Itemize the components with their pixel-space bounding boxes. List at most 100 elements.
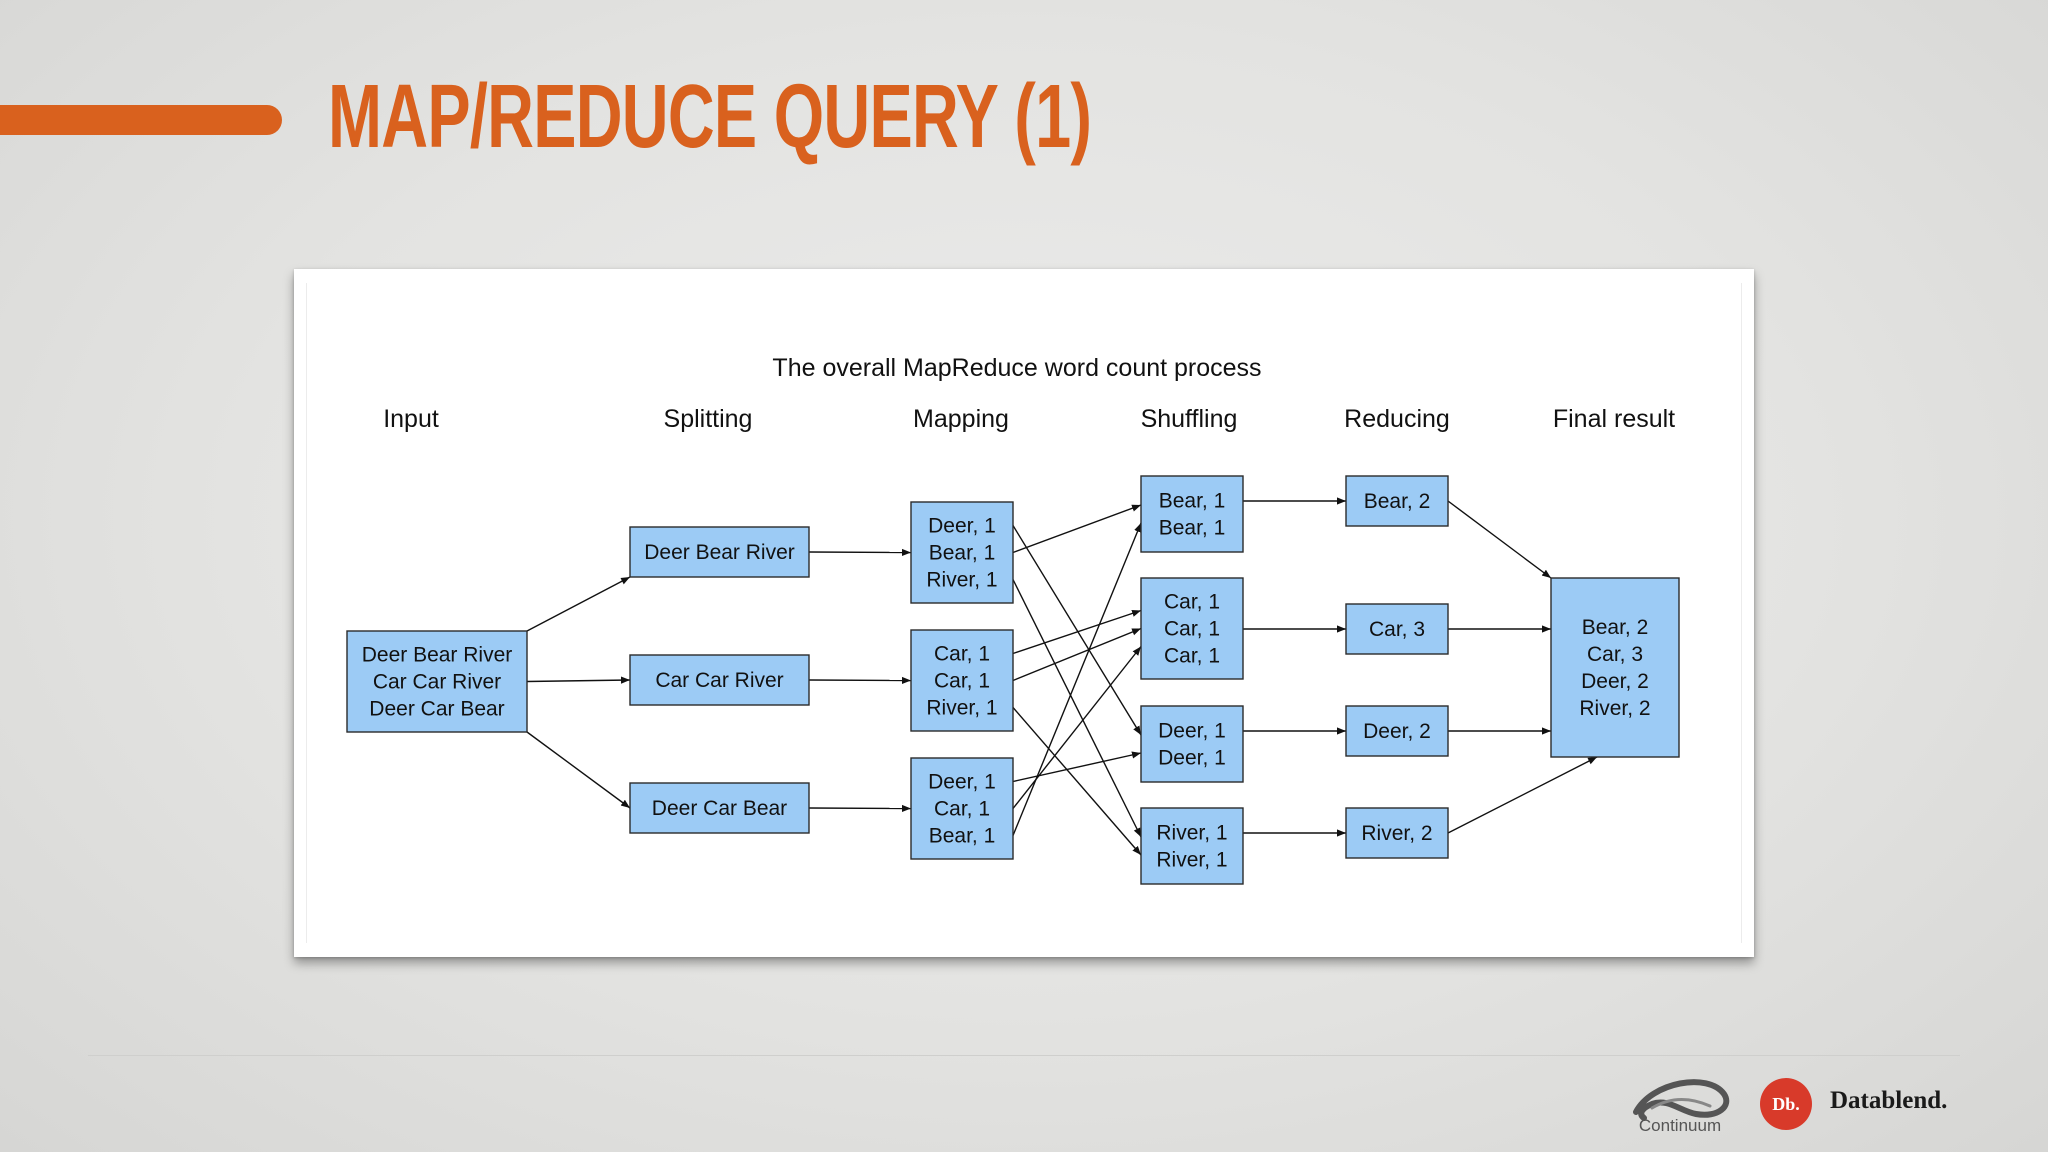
shuffle-box-3-line-0: River, 1 — [1156, 822, 1227, 845]
final-box-line-0: Bear, 2 — [1582, 616, 1649, 639]
arrow-split-map-2 — [808, 804, 912, 813]
arrow-map-shuffle-2 — [1012, 579, 1142, 838]
reduce-box-3: River, 2 — [1345, 807, 1449, 859]
map-box-2: Deer, 1 Car, 1 Bear, 1 — [910, 757, 1014, 860]
title-accent-bar — [0, 105, 282, 135]
final-box-line-3: River, 2 — [1579, 697, 1650, 720]
arrow-map-shuffle-3 — [1012, 609, 1142, 655]
arrow-map-shuffle-0 — [1012, 525, 1142, 736]
final-box-rect — [1550, 577, 1680, 758]
split-box-1-line-0: Car Car River — [655, 669, 783, 692]
shuffle-box-3: River, 1 River, 1 — [1140, 807, 1244, 885]
datablend-badge: Db. — [1760, 1078, 1812, 1130]
shuffle-box-2: Deer, 1 Deer, 1 — [1140, 705, 1244, 783]
reduce-box-0: Bear, 2 — [1345, 475, 1449, 527]
arrow-input-split-0 — [526, 576, 631, 632]
reduce-box-3-line-0: River, 2 — [1361, 822, 1432, 845]
reduce-box-1-rect — [1345, 603, 1449, 655]
map-box-2-rect — [910, 757, 1014, 860]
shuffle-box-2-line-1: Deer, 1 — [1158, 747, 1226, 770]
split-box-0-line-0: Deer Bear River — [644, 541, 795, 564]
shuffle-box-0-line-0: Bear, 1 — [1159, 490, 1226, 513]
column-header-1: Splitting — [664, 405, 753, 433]
shuffle-box-3-line-1: River, 1 — [1156, 849, 1227, 872]
split-box-0: Deer Bear River — [629, 526, 810, 578]
column-header-5: Final result — [1553, 405, 1675, 433]
shuffle-box-1-line-0: Car, 1 — [1164, 591, 1220, 614]
shuffle-box-1-line-2: Car, 1 — [1164, 645, 1220, 668]
reduce-box-0-rect — [1345, 475, 1449, 527]
map-box-0-line-0: Deer, 1 — [928, 515, 996, 538]
map-box-0-line-2: River, 1 — [926, 569, 997, 592]
column-headers: Input Splitting Mapping Shuffling Reducing Fi… — [383, 405, 1675, 433]
arrow-map-shuffle-6 — [1012, 751, 1142, 783]
reduce-box-1: Car, 3 — [1345, 603, 1449, 655]
diagram-card: The overall MapReduce word count process… — [294, 269, 1754, 957]
reduce-box-3-rect — [1345, 807, 1449, 859]
column-header-3: Shuffling — [1141, 405, 1238, 433]
column-header-0: Input — [383, 405, 439, 433]
column-header-4: Reducing — [1344, 405, 1450, 433]
column-header-2: Mapping — [913, 405, 1009, 433]
shuffle-box-3-rect — [1140, 807, 1244, 885]
shuffle-box-1-rect — [1140, 577, 1244, 680]
reduce-box-2: Deer, 2 — [1345, 705, 1449, 757]
shuffle-box-1: Car, 1 Car, 1 Car, 1 — [1140, 577, 1244, 680]
mapreduce-diagram: The overall MapReduce word count process… — [346, 354, 1680, 885]
arrow-reduce-final-0 — [1447, 500, 1552, 579]
map-box-0-line-1: Bear, 1 — [929, 542, 996, 565]
split-box-0-rect — [629, 526, 810, 578]
arrow-split-map-0 — [808, 548, 912, 557]
split-box-2: Deer Car Bear — [629, 782, 810, 834]
map-box-1-line-0: Car, 1 — [934, 643, 990, 666]
arrow-split-map-1 — [808, 676, 912, 685]
map-box-1-line-2: River, 1 — [926, 697, 997, 720]
input-box-line-0: Deer Bear River — [362, 644, 513, 667]
shuffle-box-0-line-1: Bear, 1 — [1159, 517, 1226, 540]
arrow-input-split-1 — [526, 676, 631, 684]
map-box-2-line-1: Car, 1 — [934, 798, 990, 821]
shuffle-box-0: Bear, 1 Bear, 1 — [1140, 475, 1244, 553]
flow-arrows — [526, 497, 1598, 856]
shuffle-box-2-rect — [1140, 705, 1244, 783]
map-box-1-line-1: Car, 1 — [934, 670, 990, 693]
reduce-box-0-line-0: Bear, 2 — [1364, 490, 1431, 513]
shuffle-box-1-line-1: Car, 1 — [1164, 618, 1220, 641]
split-box-2-line-0: Deer Car Bear — [652, 797, 787, 820]
reduce-box-2-line-0: Deer, 2 — [1363, 720, 1431, 743]
arrow-reduce-final-3 — [1447, 756, 1598, 834]
map-box-1-rect — [910, 629, 1014, 732]
reduce-box-1-line-0: Car, 3 — [1369, 618, 1425, 641]
input-box-rect — [346, 630, 528, 733]
input-box-line-1: Car Car River — [373, 671, 501, 694]
arrow-map-shuffle-4 — [1012, 627, 1142, 682]
map-box-0: Deer, 1 Bear, 1 River, 1 — [910, 501, 1014, 604]
shuffle-box-2-line-0: Deer, 1 — [1158, 720, 1226, 743]
arrow-map-shuffle-5 — [1012, 707, 1142, 856]
slide-title: MAP/REDUCE QUERY (1) — [328, 67, 1092, 167]
split-box-1: Car Car River — [629, 654, 810, 706]
final-box-line-2: Deer, 2 — [1581, 670, 1649, 693]
map-box-0-rect — [910, 501, 1014, 604]
map-box-2-line-0: Deer, 1 — [928, 771, 996, 794]
input-box-line-2: Deer Car Bear — [369, 698, 504, 721]
footer-divider — [88, 1055, 1960, 1056]
arrow-map-shuffle-1 — [1012, 504, 1142, 554]
arrow-input-split-2 — [526, 731, 631, 809]
continuum-logo-text: Continuum — [1638, 1116, 1722, 1135]
datablend-logo-text: Datablend. — [1830, 1087, 1948, 1114]
diagram-title: The overall MapReduce word count process — [772, 354, 1261, 382]
shuffle-box-0-rect — [1140, 475, 1244, 553]
arrow-map-shuffle-8 — [1012, 522, 1142, 836]
final-box-line-1: Car, 3 — [1587, 643, 1643, 666]
split-box-2-rect — [629, 782, 810, 834]
reduce-box-2-rect — [1345, 705, 1449, 757]
map-box-1: Car, 1 Car, 1 River, 1 — [910, 629, 1014, 732]
final-box: Bear, 2 Car, 3 Deer, 2 River, 2 — [1550, 577, 1680, 758]
split-box-1-rect — [629, 654, 810, 706]
arrow-map-shuffle-7 — [1012, 646, 1142, 809]
continuum-logo-icon — [1633, 1079, 1730, 1121]
map-box-2-line-2: Bear, 1 — [929, 825, 996, 848]
